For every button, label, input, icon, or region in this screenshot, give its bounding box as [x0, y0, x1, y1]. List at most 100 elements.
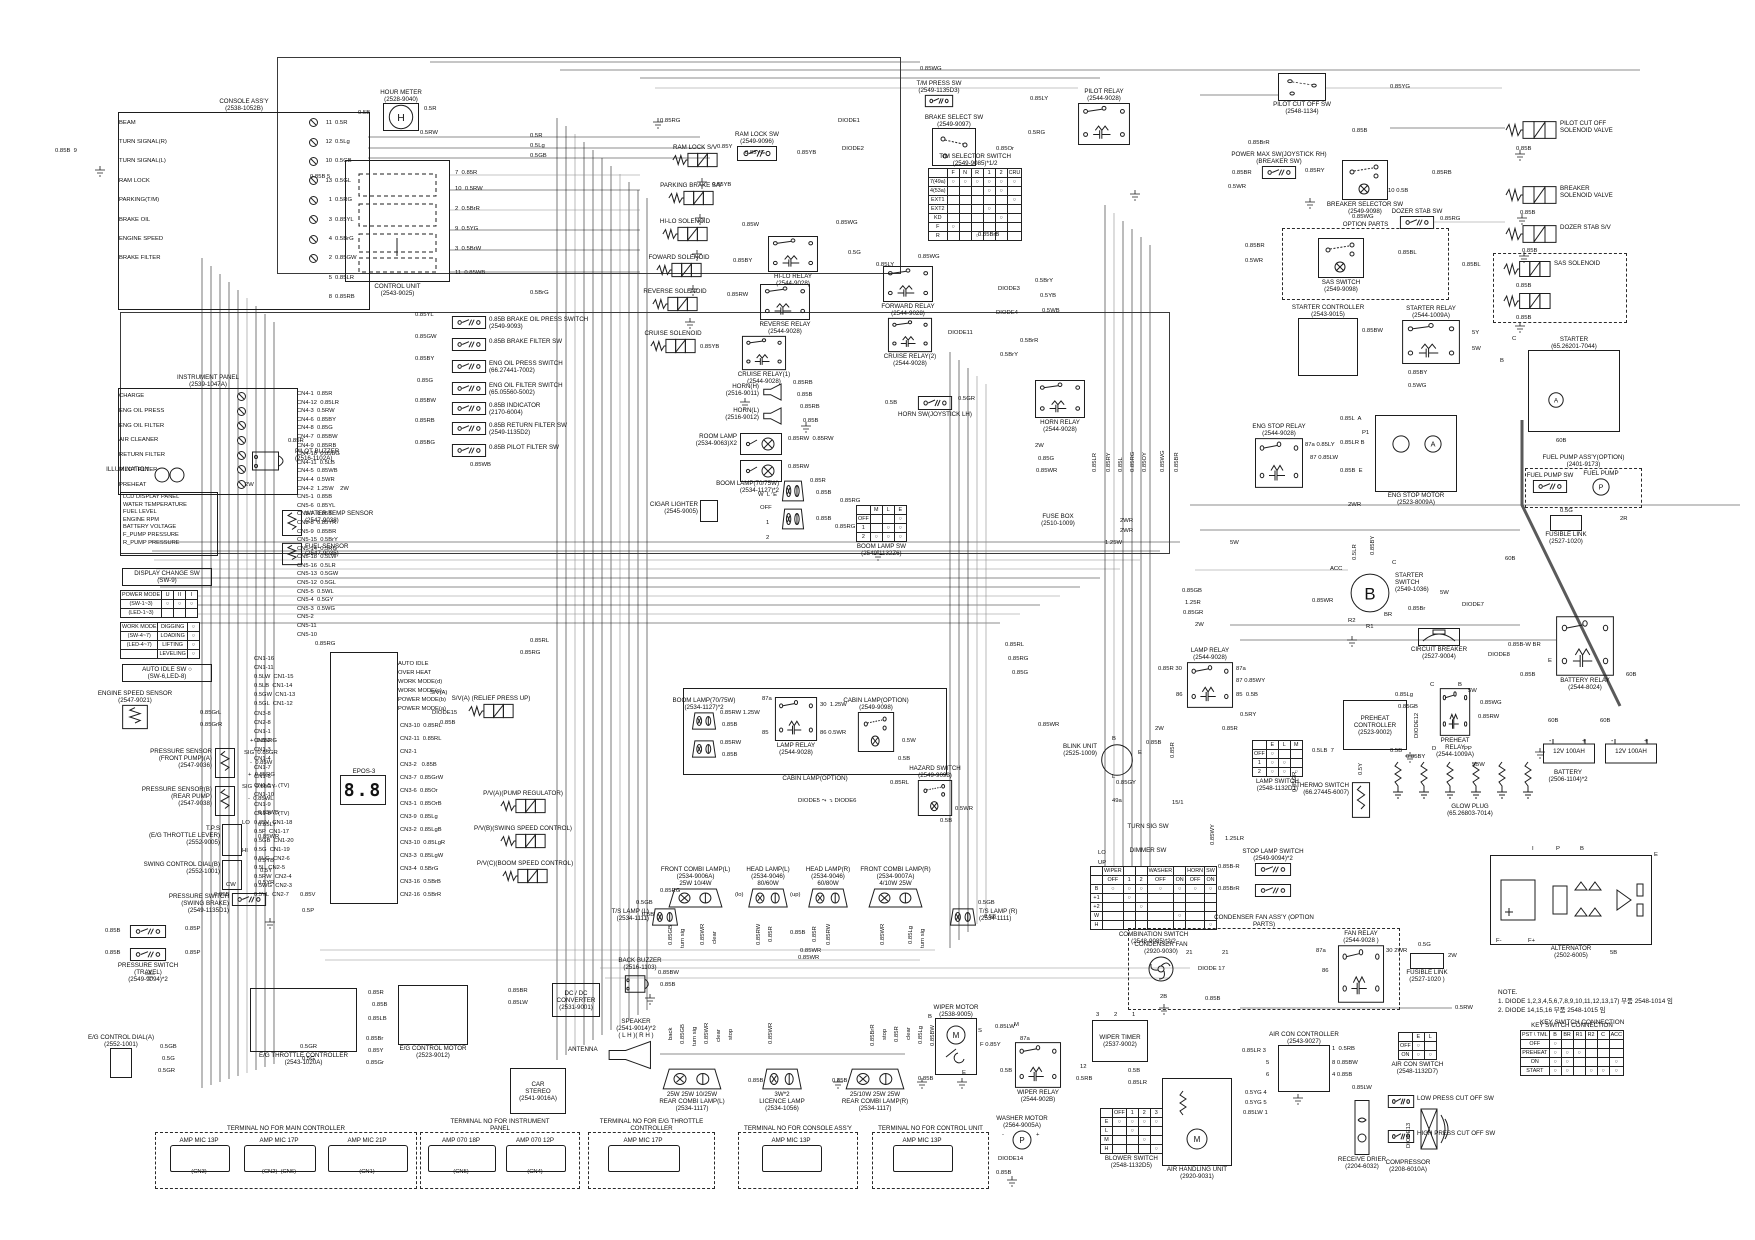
- table-cell: L: [1424, 1033, 1436, 1042]
- table-cell: OFF: [1253, 750, 1267, 759]
- wire-gauge-label: 87a: [1020, 1036, 1030, 1042]
- wire-gauge-label: 0.85B: [722, 722, 737, 728]
- wire-gauge-label: B: [1112, 736, 1116, 742]
- wire-gauge-label: 0.85B: [803, 418, 818, 424]
- wire-gauge-label: 0.85BW: [658, 970, 679, 976]
- wire-gauge-label: 0.5GB: [636, 900, 653, 906]
- wire-gauge-label: 0.5WG: [1408, 383, 1426, 389]
- horn-l: HORN(L) (2516-9012): [762, 407, 788, 425]
- return-filter-sw-label: 0.85B RETURN FILTER SW (2549-1135D2): [489, 422, 567, 436]
- pv-c-boom-speed: P/V(C)(BOOM SPEED CONTROL): [502, 868, 548, 884]
- table-cell: ○: [186, 600, 198, 609]
- eng-stop-relay: ENG STOP RELAY (2544-9028): [1255, 438, 1303, 488]
- reverse-solenoid-label: REVERSE SOLENOID: [643, 288, 706, 295]
- table-cell: ○: [882, 524, 894, 533]
- power-mode-table: POWER MODEUIII(SW-1~3)○○○(LED-1~3): [120, 590, 198, 618]
- table-cell: [1135, 912, 1147, 921]
- wire-gauge-label: 0.85BrB: [978, 232, 999, 238]
- option-parts-box-label: OPTION PARTS: [1343, 221, 1389, 228]
- ram-lock-sw-label: RAM LOCK SW (2549-9096): [735, 131, 779, 145]
- blink-unit-label: BLINK UNIT (2525-1009): [1063, 743, 1097, 757]
- low-press-cut-off-sw-label: LOW PRESS CUT OFF SW: [1417, 1095, 1494, 1102]
- fusible-link-1: FUSIBLE LINK (2527-1020): [1550, 515, 1582, 531]
- table-cell: [1103, 912, 1124, 921]
- wire-gauge-label: 0.85B: [1516, 283, 1531, 289]
- wire-gauge-label: 2WR: [1120, 528, 1133, 534]
- sas-solenoid-1-label: SAS SOLENOID: [1554, 260, 1600, 267]
- table-cell: ○: [1266, 759, 1278, 768]
- wiper-timer-label: WIPER TIMER (2537-9002): [1093, 1021, 1147, 1061]
- table-cell: PREHEAT: [1521, 1049, 1550, 1058]
- head-lamp-r-label: HEAD LAMP(R) (2534-9046) 60/80W: [806, 866, 850, 887]
- table-cell: ACC: [1609, 1031, 1623, 1040]
- cruise-relay-1: CRUISE RELAY(1) (2544-9028): [742, 336, 786, 370]
- wire-gauge-label: DIODE5 ⤳ ⤵ DIODE6: [798, 798, 856, 804]
- table-cell: [1585, 1040, 1597, 1049]
- key-switch-connection-table: PST \ TMLBBRR1R2CACCOFF○PREHEAT○○○ON○○○S…: [1520, 1030, 1624, 1076]
- pin-number: 5: [320, 275, 332, 281]
- wire-gauge-label: 0.5B: [358, 110, 370, 116]
- wire-gauge-label: 0.5G: [302, 1056, 315, 1062]
- wire-gauge-label: 85 0.5B: [1236, 692, 1258, 698]
- ram-lock-sv: RAM LOCK S/V: [672, 152, 718, 168]
- wire-gauge-label: 0.5B: [984, 914, 996, 920]
- table-cell: (LED-1~3): [121, 609, 162, 618]
- table-cell: [971, 187, 983, 196]
- ts-lamp-l: T/S LAMP (L) (2534-1111): [652, 908, 678, 926]
- table-cell: 1: [1126, 1109, 1138, 1118]
- wire-gauge-label: 0.5G: [1418, 942, 1431, 948]
- wire-gauge-label: 2R: [1620, 516, 1628, 522]
- pin-label: 0.5LB CN1-14: [254, 682, 328, 691]
- wire-gauge-label: 0.5RY: [1240, 712, 1256, 718]
- table-cell: [1135, 867, 1147, 876]
- work-mode-table: WORK MODEDIGGING○(SW-4~7)LOADING○(LED-4~…: [120, 622, 200, 659]
- starter: STARTER (65.26201-7044): [1528, 350, 1620, 432]
- wire-gauge-label: DIODE 17: [1198, 966, 1225, 972]
- wire-gauge-label: clear: [712, 931, 718, 944]
- stop-lamp-switch-2: [1255, 884, 1291, 897]
- table-cell: [1278, 750, 1290, 759]
- connector-id: (CN2) (CN6): [262, 1169, 296, 1175]
- wire-gauge-label: 0.85B 9: [55, 148, 77, 154]
- wire-gauge-label: 0.5GR: [300, 1044, 317, 1050]
- wire-gauge-label: + 0.85RG: [250, 738, 277, 744]
- table-cell: [121, 650, 158, 659]
- conn-amp-mic-17p-throttle-label: AMP MIC 17P: [623, 1137, 662, 1144]
- wire-gauge-label: 60B: [1505, 556, 1515, 562]
- pin-label: CN4-5 0.85WB: [297, 467, 387, 476]
- wire-gauge-label: 0.5B: [1390, 748, 1402, 754]
- wire-gauge-label: 8 0.85BW: [1332, 1060, 1358, 1066]
- pin-number: 12: [320, 139, 332, 145]
- cruise-solenoid: CRUISE SOLENOID: [650, 338, 696, 354]
- pin-label: CN1-1: [254, 728, 328, 737]
- lamp-icon: [237, 451, 246, 460]
- table-cell: 7(49a): [929, 178, 948, 187]
- note-title: NOTE.: [1498, 988, 1673, 997]
- wire-gauge-label: R2: [1348, 618, 1356, 624]
- wire-gauge-label: 0.85G: [1038, 456, 1054, 462]
- wire-gauge-label: turn sig: [692, 1027, 698, 1046]
- table-cell: R: [971, 169, 983, 178]
- wire-gauge-label: 0.85R: [288, 438, 304, 444]
- table-cell: +1: [1091, 894, 1103, 903]
- wire-gauge-label: 0.85WR: [700, 924, 706, 945]
- connector-id: (CN4): [527, 1169, 542, 1175]
- table-cell: [1126, 1136, 1138, 1145]
- table-cell: [1205, 903, 1217, 912]
- conn-amp-mic-17p-cn2-label: AMP MIC 17P: [259, 1137, 298, 1144]
- wire-gauge-label: 0.85LR B: [1340, 440, 1365, 446]
- wire-gauge-label: 2W: [1035, 443, 1044, 449]
- table-cell: [1597, 1040, 1609, 1049]
- wire-gauge-label: 2W: [1195, 622, 1204, 628]
- reverse-relay: REVERSE RELAY (2544-9028): [760, 284, 810, 320]
- table-cell: [1597, 1049, 1609, 1058]
- table-cell: [1123, 867, 1135, 876]
- table-cell: [1150, 1136, 1162, 1145]
- pin-label: CN3-10 0.85LgR: [400, 837, 490, 850]
- table-cell: L: [882, 506, 894, 515]
- table-cell: ○: [1561, 1049, 1573, 1058]
- wire-gauge-label: 0.85RW: [1478, 714, 1499, 720]
- wire-gauge-label: 12: [1080, 1064, 1087, 1070]
- boom-lamp-2a-label: BOOM LAMP(70/75W) (2534-1127)*2: [673, 697, 736, 711]
- table-cell: [1174, 894, 1186, 903]
